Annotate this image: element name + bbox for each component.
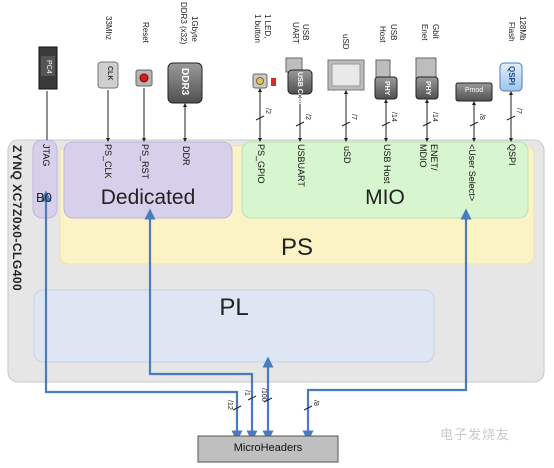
- signal-qspi: QSPI: [507, 144, 517, 166]
- signal-ps-rst: PS_RST: [140, 144, 150, 180]
- mio-label: MIO: [365, 186, 405, 209]
- pc4-module: [38, 46, 58, 90]
- ethernet-part: [415, 57, 439, 100]
- microheaders-label: MicroHeaders: [233, 442, 303, 454]
- usd-slot: [327, 59, 365, 91]
- phy-usb-label: PHY: [383, 81, 390, 96]
- rst-to-microheaders: [144, 208, 258, 442]
- mh-width-1: /1: [243, 390, 250, 396]
- bus-width-pmod: /8: [478, 114, 485, 120]
- signal-ps-gpio: PS_GPIO: [256, 144, 266, 184]
- signal-enet-1: ENET/: [429, 144, 439, 171]
- ddr3-chip-label: DDR3: [179, 68, 190, 96]
- usb-host-part: [374, 59, 398, 100]
- watermark: 电子发烧友: [440, 428, 511, 443]
- zynq-chip-name: ZYNQ XC7Z0x0-CLG400: [10, 145, 24, 292]
- mh-width-8: /8: [312, 400, 319, 406]
- led-button-part: [252, 73, 276, 89]
- b0-label: B0: [36, 190, 52, 205]
- usb-com-label: USB Com: [296, 72, 303, 105]
- dedicated-label: Dedicated: [100, 186, 196, 209]
- clk-freq-label: 33Mhz: [104, 16, 113, 41]
- usb-uart-part: [285, 57, 313, 95]
- signal-usd: uSD: [342, 146, 352, 164]
- microheaders-box: [197, 435, 339, 463]
- bus-width-usbhost: /14: [390, 112, 397, 122]
- led-desc-1: 1 LED,: [263, 14, 272, 39]
- clk-chip-label: CLK: [106, 66, 113, 81]
- usb-host-desc-1: USB: [389, 24, 398, 41]
- phy-enet-label: PHY: [424, 81, 431, 96]
- led-desc-2: 1 button: [253, 14, 262, 43]
- mh-width-100: /100: [260, 388, 267, 402]
- signal-enet-2: MDIO: [418, 144, 428, 168]
- pc4-label: PC4: [45, 60, 52, 74]
- pl-label: PL: [219, 294, 249, 321]
- signal-user-select: <User Select>: [467, 144, 477, 202]
- usd-desc: uSD: [341, 34, 350, 50]
- qspi-chip-label: QSPI: [507, 66, 516, 86]
- enet-desc-2: Enet: [420, 24, 429, 41]
- signal-ddr: DDR: [181, 146, 191, 166]
- select-to-microheaders: [302, 208, 472, 442]
- reset-button-part: [135, 69, 153, 87]
- signal-usb-host: USB Host: [382, 144, 392, 184]
- reset-label: Reset: [141, 22, 150, 43]
- mh-width-left: /12: [226, 400, 233, 410]
- signal-jtag: JTAG: [41, 144, 51, 167]
- usb-uart-desc-1: USB: [301, 24, 310, 41]
- enet-desc-1: Gbit: [431, 24, 440, 39]
- signal-ps-clk: PS_CLK: [103, 144, 113, 179]
- clk-oscillator: [97, 61, 119, 89]
- ddr-desc-2: DDR3 (x32): [179, 2, 188, 45]
- usb-uart-desc-2: UART: [291, 22, 300, 44]
- qspi-desc-1: 128Mb: [518, 16, 527, 41]
- bus-width-usd: /7: [350, 114, 357, 120]
- pmod-label: Pmod: [464, 87, 484, 94]
- bus-width-enet: /14: [431, 112, 438, 122]
- ps-label: PS: [280, 234, 313, 261]
- bus-width-led: /2: [264, 108, 271, 114]
- usb-host-desc-2: Host: [378, 26, 387, 43]
- ddr-desc-1: 1Gbyte: [190, 16, 199, 42]
- bus-width-usbuart: /2: [304, 114, 311, 120]
- bus-width-qspi: /7: [515, 108, 522, 114]
- signal-usbuart: USBUART: [296, 144, 306, 187]
- qspi-desc-2: Flash: [507, 22, 516, 42]
